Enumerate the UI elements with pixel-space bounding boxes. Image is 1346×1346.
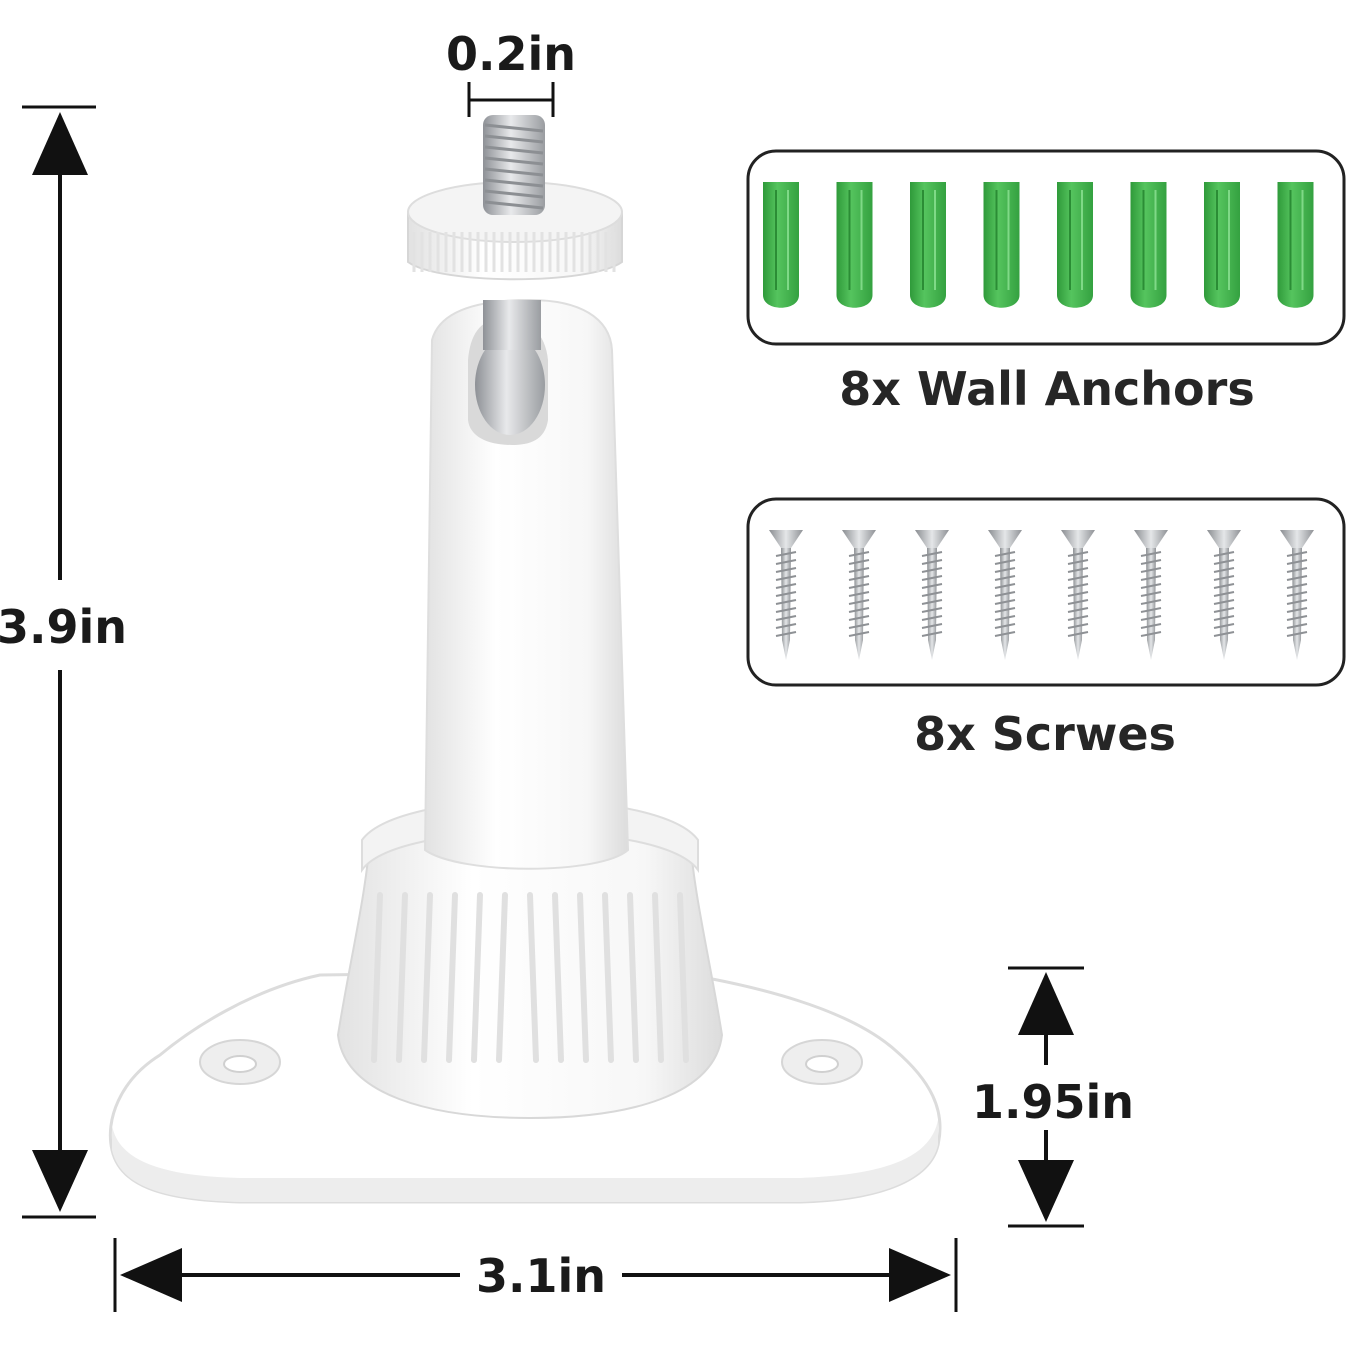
wall-anchor-icon <box>910 182 946 308</box>
thread-width-label: 0.2in <box>446 27 576 81</box>
wall-anchor-icon <box>836 182 873 308</box>
mount-post <box>423 298 630 870</box>
screw-icon <box>1280 530 1314 660</box>
wall-anchor-icon <box>1277 182 1314 308</box>
base-width-dimension: 3.1in <box>113 1238 958 1312</box>
wall-anchor-icon <box>1130 182 1167 308</box>
arrow-down-icon <box>1018 1160 1074 1222</box>
screw-icon <box>915 530 949 660</box>
screw-icon <box>842 530 876 660</box>
screw-icon <box>1061 530 1095 660</box>
base-height-label: 1.95in <box>972 1075 1134 1129</box>
screw-icon <box>988 530 1022 660</box>
screws-caption: 8x Scrwes <box>914 707 1176 761</box>
total-height-dimension: 3.9in <box>0 105 127 1219</box>
arrow-left-icon <box>120 1248 182 1302</box>
arrow-up-icon <box>32 112 88 175</box>
arrow-up-icon <box>1018 972 1074 1035</box>
arrow-right-icon <box>889 1248 951 1302</box>
wall-anchor-icon <box>1204 182 1240 308</box>
arrow-down-icon <box>32 1150 88 1212</box>
wall-anchors-box: 8x Wall Anchors <box>746 149 1346 416</box>
threaded-screw <box>483 115 545 215</box>
screws-box: 8x Scrwes <box>746 497 1346 761</box>
wall-anchor-icon <box>983 182 1020 308</box>
base-width-label: 3.1in <box>476 1249 606 1303</box>
thread-width-dimension: 0.2in <box>446 27 576 117</box>
ball-joint <box>475 335 545 435</box>
wall-anchor-icon <box>1057 182 1093 308</box>
base-height-dimension: 1.95in <box>972 966 1134 1228</box>
screw-icon <box>1207 530 1241 660</box>
total-height-label: 3.9in <box>0 600 127 654</box>
screw-icon <box>769 530 803 660</box>
wall-anchors-caption: 8x Wall Anchors <box>839 362 1254 416</box>
screw-icon <box>1134 530 1168 660</box>
wall-anchor-icon <box>763 182 799 308</box>
